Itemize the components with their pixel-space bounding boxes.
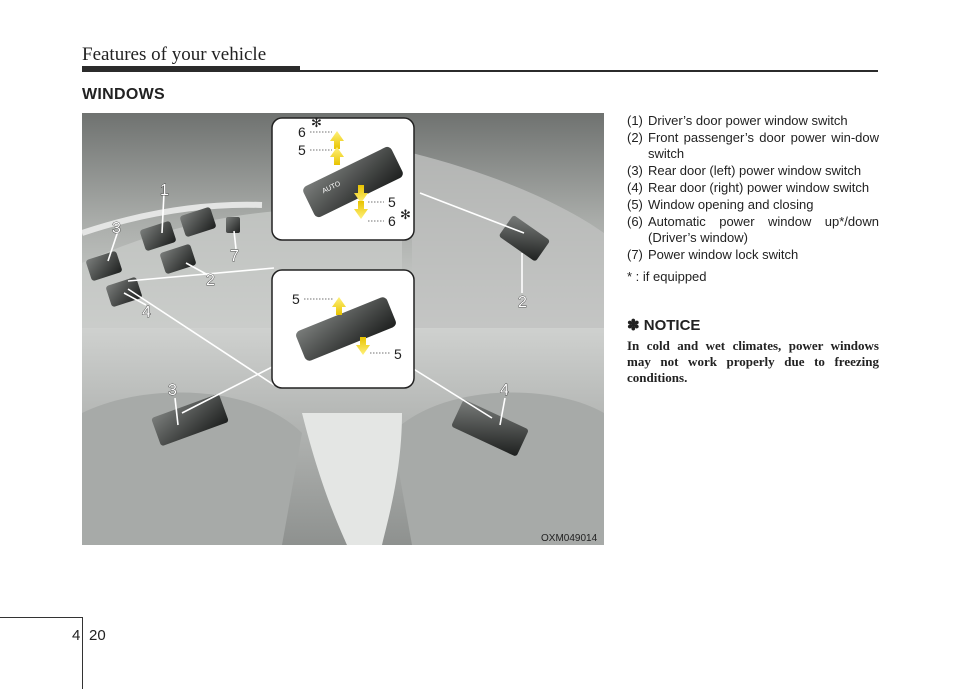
legend-num: (1) [627, 113, 643, 128]
arrow-down-auto [354, 201, 368, 219]
arrow-up-manual [330, 147, 344, 165]
callout-labels: 1 3 2 4 7 2 3 4 [112, 182, 528, 400]
legend-item: (1) Driver’s door power window switch [627, 113, 879, 129]
legend-item: (3) Rear door (left) power window switch [627, 163, 879, 179]
legend-item: (2) Front passenger’s door power win-dow … [627, 130, 879, 162]
legend-item: (5) Window opening and closing [627, 197, 879, 213]
callout-6-down: 6 [388, 213, 396, 229]
arrow-down-rear [356, 337, 370, 355]
arrow-up-rear [332, 297, 346, 315]
legend-text: Window opening and closing [648, 197, 814, 212]
legend-item: (6) Automatic power window up*/down (Driv… [627, 214, 879, 246]
callout-5-down: 5 [388, 194, 396, 210]
legend-text: Rear door (left) power window switch [648, 163, 862, 178]
callout-5-rear-up: 5 [292, 291, 300, 307]
legend-text: Front passenger’s door power win-dow swi… [648, 130, 879, 161]
notice-title: ✽ NOTICE [627, 317, 701, 334]
legend-text: Driver’s door power window switch [648, 113, 848, 128]
zoom-lower-dotted-leaders [304, 298, 390, 354]
manual-switch-zoom [296, 297, 396, 361]
rear-right-switch [452, 400, 528, 456]
rear-armrest-right [392, 392, 604, 545]
zoom-callout-labels: 6 5 5 6 ✻ ✻ 5 5 [292, 115, 411, 362]
callout-4-lower: 4 [500, 382, 509, 399]
footer-divider [82, 617, 83, 689]
arrow-down-manual [354, 185, 368, 203]
callout-star-down: ✻ [400, 207, 411, 222]
header-bar [82, 66, 300, 72]
passenger-switch [499, 215, 550, 261]
auto-switch-zoom [303, 146, 403, 218]
callout-3-upper: 3 [112, 220, 121, 237]
legend-text: Power window lock switch [648, 247, 799, 262]
footnote: * : if equipped [627, 269, 707, 284]
legend-text: Rear door (right) power window switch [648, 180, 870, 195]
callout-5-rear-down: 5 [394, 346, 402, 362]
window-switch-illustration: AUTO 1 3 2 4 7 2 3 4 6 5 5 6 ✻ ✻ 5 5 [82, 113, 604, 545]
callout-1: 1 [160, 182, 169, 199]
callout-4-upper: 4 [142, 304, 151, 321]
section-heading: WINDOWS [82, 86, 165, 103]
legend-num: (7) [627, 247, 643, 262]
header-title: Features of your vehicle [82, 44, 267, 65]
header-rule [300, 70, 878, 72]
legend-num: (4) [627, 180, 643, 195]
legend: (1) Driver’s door power window switch (2)… [627, 113, 879, 285]
legend-item: (7) Power window lock switch [627, 247, 879, 263]
callout-3-lower: 3 [168, 382, 177, 399]
center-console [302, 413, 402, 545]
legend-num: (3) [627, 163, 643, 178]
rear-left-switch [151, 394, 229, 446]
figure-code: OXM049014 [541, 533, 598, 544]
legend-num: (6) [627, 214, 643, 229]
callout-star-up: ✻ [311, 115, 322, 130]
door-grip [82, 201, 263, 236]
page-chapter: 4 [72, 627, 81, 644]
legend-num: (5) [627, 197, 643, 212]
callout-7: 7 [230, 248, 239, 265]
page-number: 20 [89, 627, 106, 644]
legend-text: Automatic power window up*/down (Driver’… [648, 214, 879, 245]
legend-num: (2) [627, 130, 643, 145]
legend-item: (4) Rear door (right) power window switch [627, 180, 879, 196]
arrow-up-auto [330, 131, 344, 149]
driver-switch-cluster [86, 207, 240, 307]
callout-2-upper-left: 2 [206, 272, 215, 289]
callout-5-up: 5 [298, 142, 306, 158]
zoom-dotted-leaders [310, 131, 384, 222]
notice-body: In cold and wet climates, power windows … [627, 338, 879, 385]
footer-rule [0, 617, 83, 618]
callout-2-upper-right: 2 [518, 294, 527, 311]
callout-6-up: 6 [298, 124, 306, 140]
rear-armrest-left [82, 392, 302, 545]
